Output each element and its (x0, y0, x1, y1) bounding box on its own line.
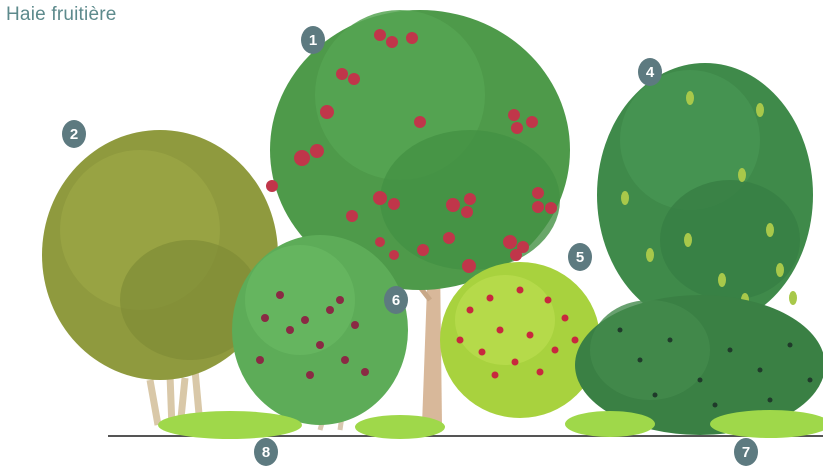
marker-4: 4 (638, 58, 662, 86)
marker-2: 2 (62, 120, 86, 148)
marker-1: 1 (301, 26, 325, 54)
marker-7: 7 (734, 438, 758, 466)
marker-8: 8 (254, 438, 278, 466)
marker-6: 6 (384, 286, 408, 314)
bush-6 (232, 235, 408, 430)
marker-5: 5 (568, 243, 592, 271)
bush-5 (440, 262, 600, 418)
bush-2 (42, 130, 278, 428)
